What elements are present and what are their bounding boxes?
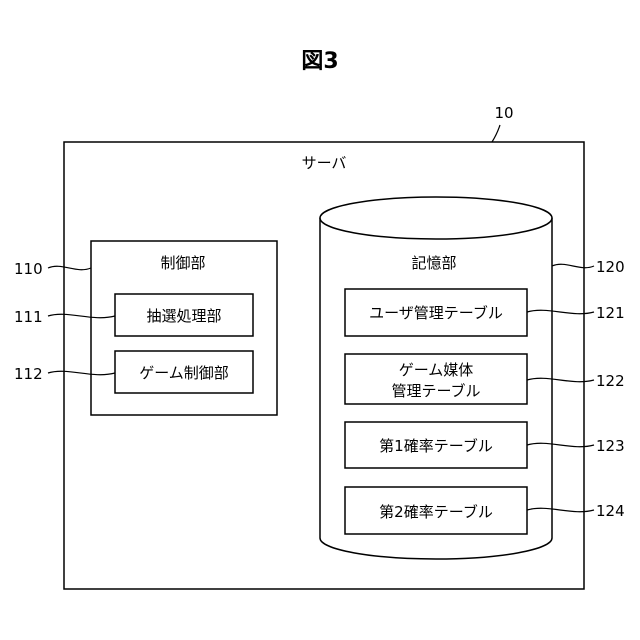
storage-unit-ref: 120 xyxy=(596,258,625,276)
control-unit-ref: 110 xyxy=(14,260,43,278)
game-control-ref: 112 xyxy=(14,365,43,383)
first-probability-table-ref: 123 xyxy=(596,437,625,455)
lottery-processing-ref: 111 xyxy=(14,308,43,326)
lottery-processing-leader-line xyxy=(48,314,115,317)
second-probability-table-ref: 124 xyxy=(596,502,625,520)
control-unit-label: 制御部 xyxy=(160,254,205,272)
game-media-table-ref: 122 xyxy=(596,372,625,390)
first-probability-table-label: 第1確率テーブル xyxy=(379,437,493,455)
control-unit-leader-line xyxy=(48,266,91,269)
server-label: サーバ xyxy=(302,154,347,172)
second-probability-table-label: 第2確率テーブル xyxy=(379,503,493,521)
lottery-processing-label: 抽選処理部 xyxy=(146,307,221,325)
game-control-label: ゲーム制御部 xyxy=(139,364,229,382)
server-ref: 10 xyxy=(494,104,513,122)
game-media-table-label-line2: 管理テーブル xyxy=(391,382,480,400)
user-management-table-ref: 121 xyxy=(596,304,625,322)
storage-unit-leader-line xyxy=(552,264,594,267)
game-media-table-label-line1: ゲーム媒体 xyxy=(399,361,474,379)
game-control-leader-line xyxy=(48,371,115,374)
figure-title: 図3 xyxy=(301,49,338,74)
server-leader-line xyxy=(492,125,500,142)
user-management-table-label: ユーザ管理テーブル xyxy=(369,304,503,322)
storage-unit-label: 記憶部 xyxy=(411,254,456,272)
